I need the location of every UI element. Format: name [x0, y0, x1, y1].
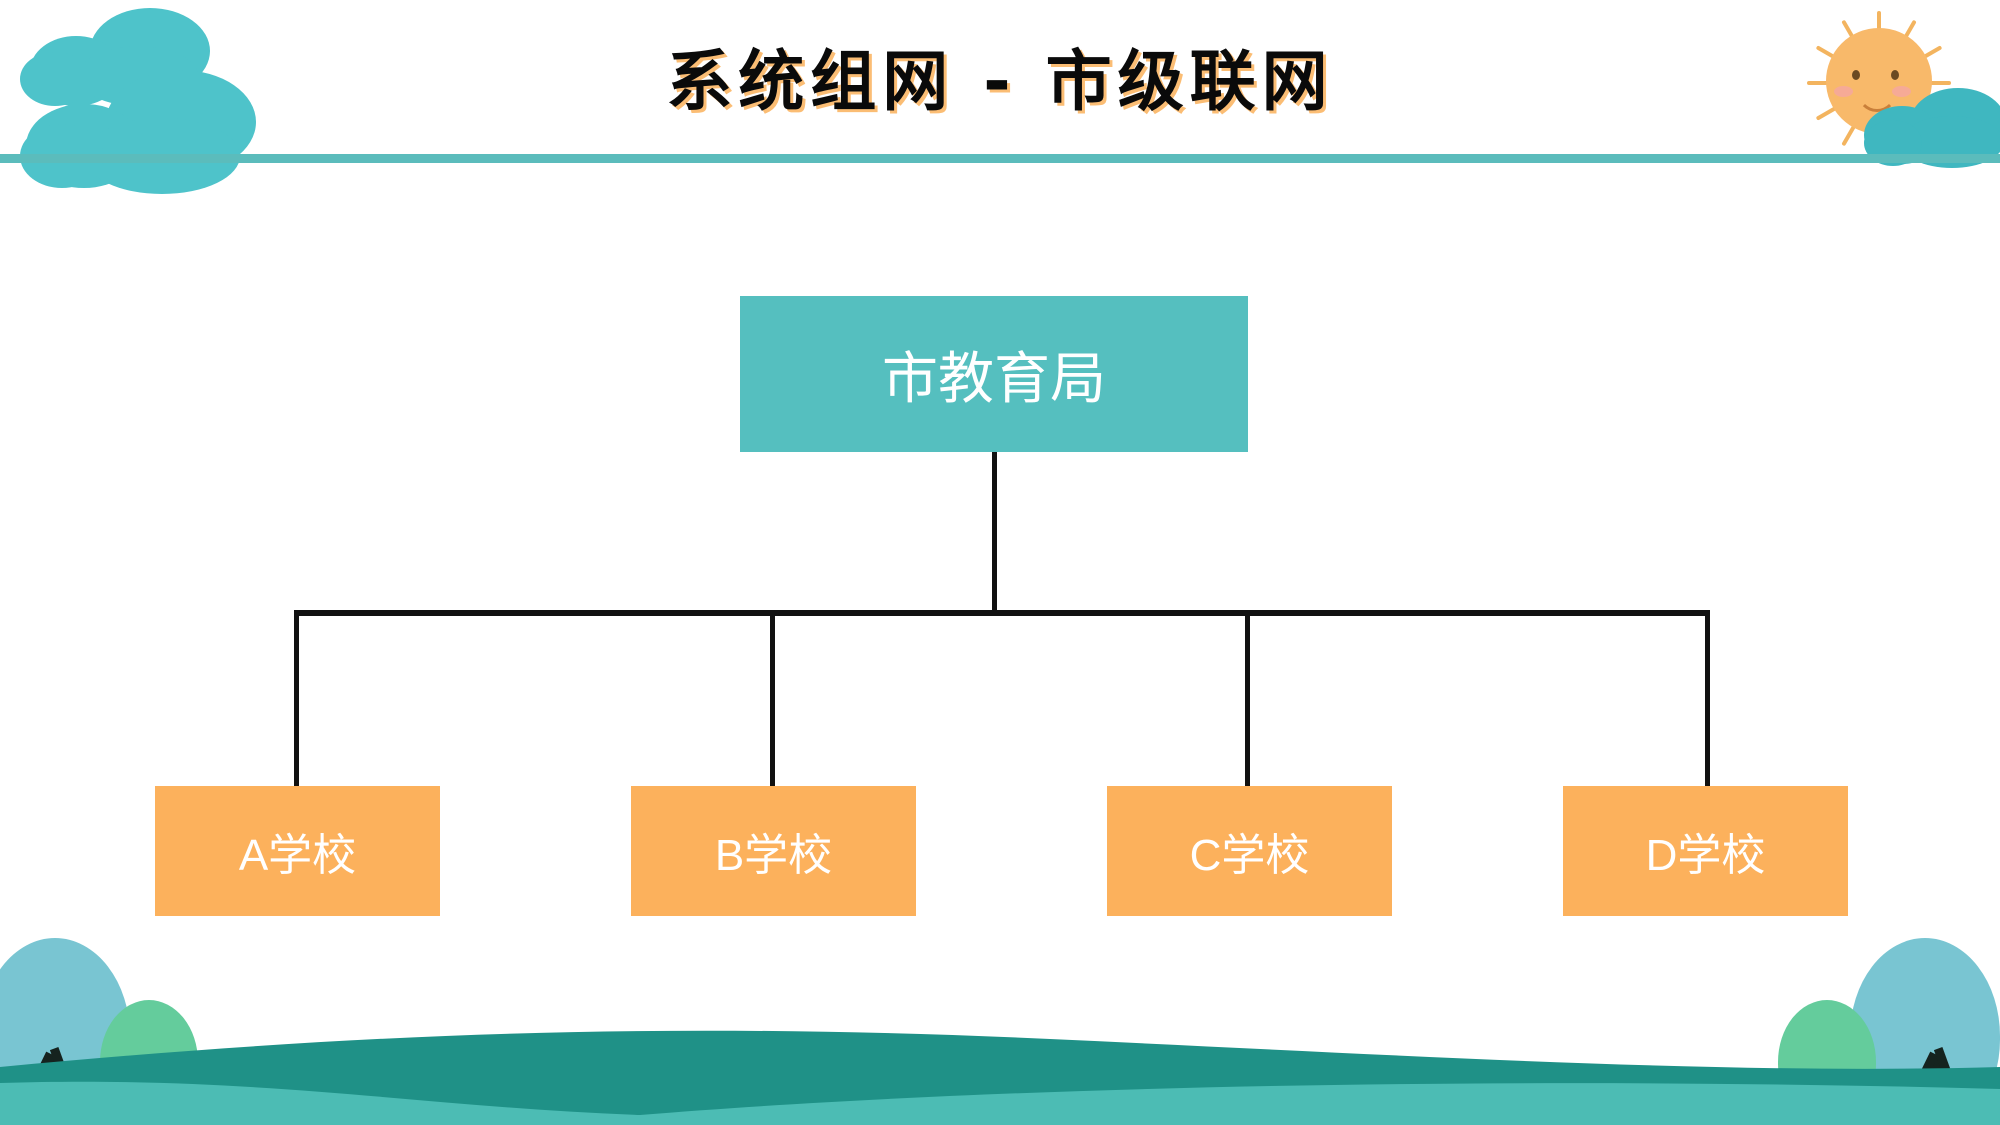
connector-drop-school-b — [770, 612, 775, 788]
node-school-c[interactable]: C学校 — [1107, 786, 1392, 916]
connector-root-stem — [992, 452, 997, 614]
node-school-a[interactable]: A学校 — [155, 786, 440, 916]
node-root-city-education-bureau[interactable]: 市教育局 — [740, 296, 1248, 452]
slide-header: 系统组网 - 市级联网 — [0, 0, 2000, 194]
node-school-b[interactable]: B学校 — [631, 786, 916, 916]
node-school-d[interactable]: D学校 — [1563, 786, 1848, 916]
connector-drop-school-c — [1245, 612, 1250, 788]
connector-drop-school-a — [294, 612, 299, 788]
page-title: 系统组网 - 市级联网 — [666, 43, 1334, 120]
hills-shape — [0, 1030, 2000, 1125]
header-divider — [0, 154, 2000, 163]
ground-hills — [0, 1015, 2000, 1125]
connector-horizontal-bus — [294, 610, 1710, 616]
connector-drop-school-d — [1705, 612, 1710, 788]
